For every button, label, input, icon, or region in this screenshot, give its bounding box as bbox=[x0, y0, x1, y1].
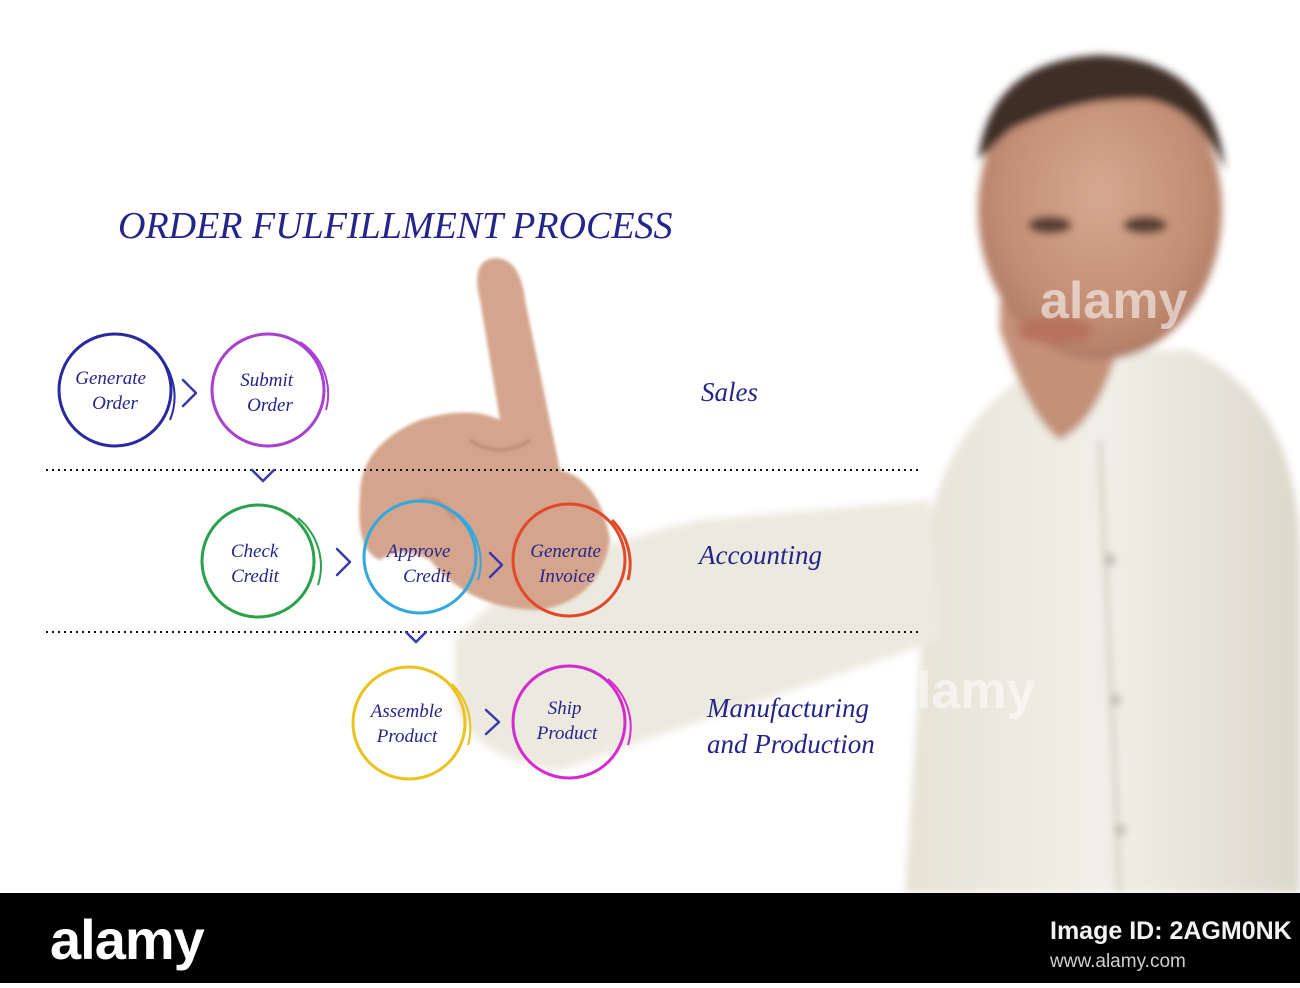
step-circle bbox=[511, 664, 627, 780]
watermark-overlay: alamy bbox=[888, 662, 1036, 720]
lane-label-line: and Production bbox=[707, 729, 875, 759]
step-label-line: Assemble bbox=[369, 701, 443, 722]
lane-label-manufacturing: Manufacturing and Production bbox=[706, 693, 876, 759]
step-arc bbox=[299, 341, 330, 411]
arrow-assemble-to-ship bbox=[484, 708, 501, 736]
step-circle bbox=[511, 502, 627, 618]
lane-label-line: Accounting bbox=[697, 540, 822, 570]
step-label-line: Check bbox=[231, 541, 279, 562]
step-label: Generate Order bbox=[75, 368, 150, 414]
step-label-line: Generate bbox=[530, 541, 601, 562]
brand-logo: alamy bbox=[50, 908, 205, 971]
step-label-line: Submit bbox=[240, 370, 294, 391]
brand-url: www.alamy.com bbox=[1050, 951, 1186, 972]
step-label-line: Order bbox=[92, 393, 138, 414]
step-circle bbox=[57, 332, 173, 448]
step-label-line: Credit bbox=[403, 566, 452, 587]
step-generate-invoice: Generate Invoice bbox=[511, 502, 632, 618]
step-arc bbox=[451, 683, 472, 746]
watermark-footer: alamy Image ID: 2AGM0NK www.alamy.com bbox=[0, 893, 1300, 983]
step-label: Submit Order bbox=[240, 370, 298, 416]
step-label-line: Approve bbox=[385, 541, 451, 562]
step-label-line: Product bbox=[536, 723, 598, 744]
lane-label-line: Manufacturing bbox=[706, 693, 869, 723]
step-circle bbox=[200, 503, 316, 619]
step-label-line: Product bbox=[376, 726, 438, 747]
arrow-approve-to-invoice bbox=[488, 551, 504, 579]
step-arc bbox=[610, 518, 632, 581]
arrow-generate-to-submit bbox=[181, 378, 198, 408]
step-circle bbox=[210, 332, 326, 448]
step-arc bbox=[147, 345, 176, 421]
presenter-photo bbox=[359, 55, 1300, 894]
step-label-line: Generate bbox=[75, 368, 146, 389]
step-approve-credit: Approve Credit bbox=[362, 499, 482, 615]
watermark-overlay: alamy bbox=[1040, 272, 1188, 330]
step-circle bbox=[351, 665, 467, 781]
step-assemble-product: Assemble Product bbox=[351, 665, 472, 781]
lane-label-sales: Sales bbox=[701, 377, 758, 407]
step-label: Approve Credit bbox=[385, 541, 455, 587]
step-submit-order: Submit Order bbox=[210, 332, 330, 448]
step-arc bbox=[454, 511, 482, 581]
step-label-line: Credit bbox=[231, 566, 280, 587]
arrow-submit-to-check bbox=[250, 468, 276, 483]
step-generate-order: Generate Order bbox=[57, 332, 176, 448]
arrow-check-to-approve bbox=[335, 547, 352, 577]
lane-label-accounting: Accounting bbox=[697, 540, 822, 570]
lane-label-line: Sales bbox=[701, 377, 758, 407]
step-check-credit: Check Credit bbox=[200, 503, 322, 619]
step-label-line: Order bbox=[247, 395, 293, 416]
step-label: Check Credit bbox=[231, 541, 283, 587]
step-circle bbox=[362, 499, 478, 615]
step-label: Generate Invoice bbox=[530, 541, 605, 587]
arrow-approve-to-assemble bbox=[404, 630, 428, 644]
step-label-line: Ship bbox=[548, 698, 582, 719]
diagram-title: ORDER FULFILLMENT PROCESS bbox=[118, 205, 673, 247]
step-ship-product: Ship Product bbox=[511, 664, 632, 780]
step-label-line: Invoice bbox=[538, 566, 595, 587]
step-label: Ship Product bbox=[536, 698, 598, 744]
image-id-label: Image ID: 2AGM0NK bbox=[1050, 917, 1292, 945]
step-arc bbox=[297, 517, 322, 586]
step-label: Assemble Product bbox=[369, 701, 448, 747]
step-arc bbox=[607, 678, 632, 746]
